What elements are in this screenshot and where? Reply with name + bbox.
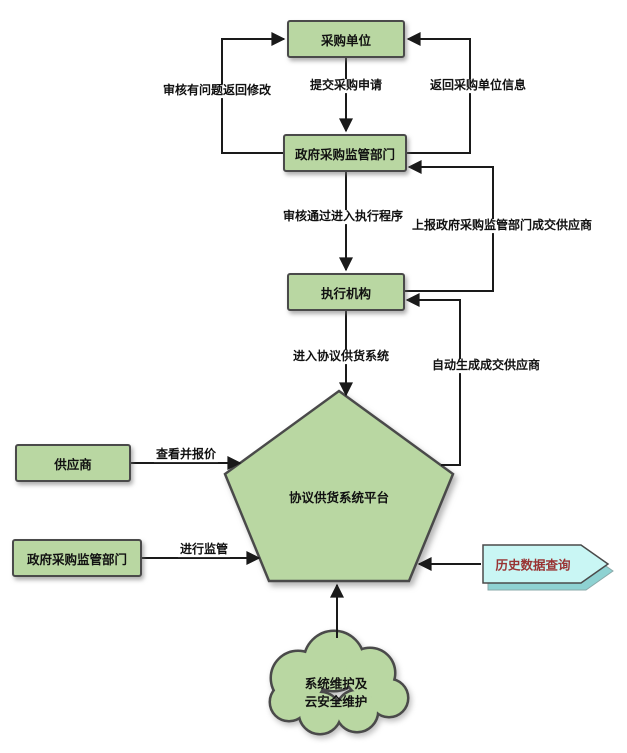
edge-label-auto-generate-winner: 自动生成成交供应商 <box>429 358 543 373</box>
history-query-label: 历史数据查询 <box>495 558 571 573</box>
node-gov-regulator-top: 政府采购监管部门 <box>283 134 407 172</box>
node-gov-regulator-left: 政府采购监管部门 <box>12 539 142 577</box>
node-purchase-unit: 采购单位 <box>287 20 405 58</box>
node-executor: 执行机构 <box>287 273 405 311</box>
edge-return-unit-info <box>406 32 471 154</box>
history-query-banner-shape <box>482 544 610 584</box>
node-platform-label: 协议供货系统平台 <box>288 490 390 505</box>
node-maintenance-label: 系统维护及 云安全维护 <box>305 675 368 711</box>
maintenance-cloud-fill <box>271 632 407 733</box>
edge-label-return-unit-info: 返回采购单位信息 <box>427 78 529 93</box>
edge-auto-generate-winner <box>405 293 461 466</box>
edge-label-return-for-revision: 审核有问题返回修改 <box>160 83 274 98</box>
platform-pentagon-shape <box>223 389 455 583</box>
edge-label-supervise: 进行监管 <box>177 542 231 557</box>
node-supplier: 供应商 <box>15 444 131 482</box>
maintenance-label-line1: 系统维护及 <box>304 676 368 691</box>
edge-label-report-winning-supplier: 上报政府采购监管部门成交供应商 <box>409 218 595 233</box>
edge-label-view-and-quote: 查看并报价 <box>153 447 219 462</box>
maintenance-label-line2: 云安全维护 <box>304 695 368 709</box>
edge-label-approved-to-execution: 审核通过进入执行程序 <box>280 209 406 224</box>
edge-label-submit-request: 提交采购申请 <box>307 78 385 93</box>
edge-label-enter-agreement-system: 进入协议供货系统 <box>290 349 392 364</box>
